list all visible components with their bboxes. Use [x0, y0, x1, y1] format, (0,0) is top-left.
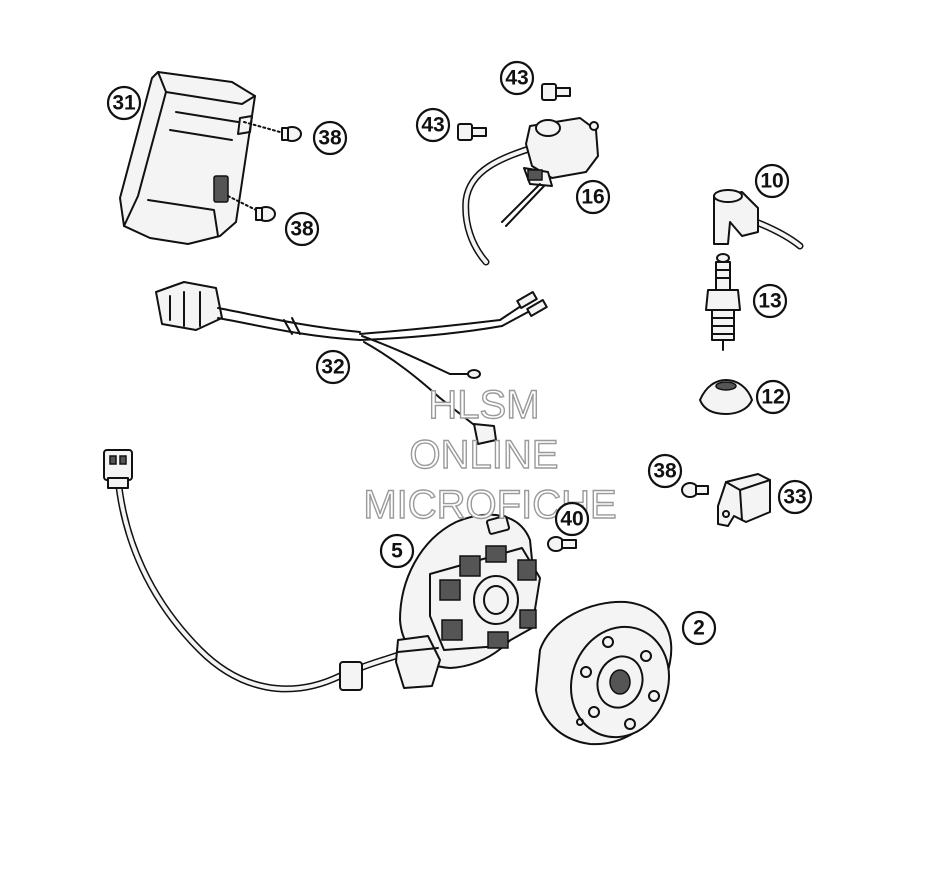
stator-part — [103, 449, 541, 693]
callout-43-top: 43 — [499, 60, 535, 96]
watermark-line-1: HLSM — [428, 383, 539, 427]
callout-40: 40 — [554, 501, 590, 537]
cdi-unit-part — [119, 71, 256, 245]
svg-text:38: 38 — [318, 127, 342, 150]
svg-text:33: 33 — [783, 486, 806, 509]
spark-plug-cap-part — [713, 189, 804, 250]
svg-text:31: 31 — [112, 92, 136, 115]
svg-text:43: 43 — [421, 114, 444, 137]
svg-text:13: 13 — [758, 290, 781, 313]
svg-text:43: 43 — [505, 67, 528, 90]
callout-12: 12 — [755, 379, 791, 415]
callout-43-left: 43 — [415, 107, 451, 143]
flywheel-part — [535, 600, 673, 746]
callout-16: 16 — [575, 179, 611, 215]
svg-text:10: 10 — [760, 170, 783, 193]
svg-text:38: 38 — [653, 460, 677, 483]
svg-text:32: 32 — [321, 356, 344, 379]
screw-38-upper — [243, 121, 302, 142]
svg-text:40: 40 — [560, 508, 583, 531]
svg-text:38: 38 — [290, 218, 314, 241]
svg-text:5: 5 — [391, 540, 403, 563]
screw-43-top — [541, 83, 571, 101]
ignition-coil-part — [462, 117, 599, 266]
screw-43-left — [457, 123, 487, 141]
callout-5: 5 — [379, 533, 415, 569]
svg-text:16: 16 — [581, 186, 604, 209]
screw-38-lower — [681, 482, 709, 498]
callout-31: 31 — [106, 85, 142, 121]
screw-40 — [547, 536, 577, 552]
callout-38-middle: 38 — [284, 211, 320, 247]
watermark-line-2: ONLINE — [410, 433, 559, 477]
callout-13: 13 — [752, 283, 788, 319]
callout-10: 10 — [754, 163, 790, 199]
svg-text:2: 2 — [693, 617, 705, 640]
callout-38-upper: 38 — [312, 120, 348, 156]
wiring-harness-part — [155, 281, 548, 445]
callout-2: 2 — [681, 610, 717, 646]
spark-plug-part — [705, 253, 741, 351]
bracket-33-part — [717, 473, 771, 527]
callout-32: 32 — [315, 349, 351, 385]
screw-38-middle — [227, 195, 276, 222]
callout-38-lower: 38 — [647, 453, 683, 489]
callout-33: 33 — [777, 479, 813, 515]
rubber-grommet-part — [699, 379, 753, 415]
svg-text:12: 12 — [761, 386, 784, 409]
